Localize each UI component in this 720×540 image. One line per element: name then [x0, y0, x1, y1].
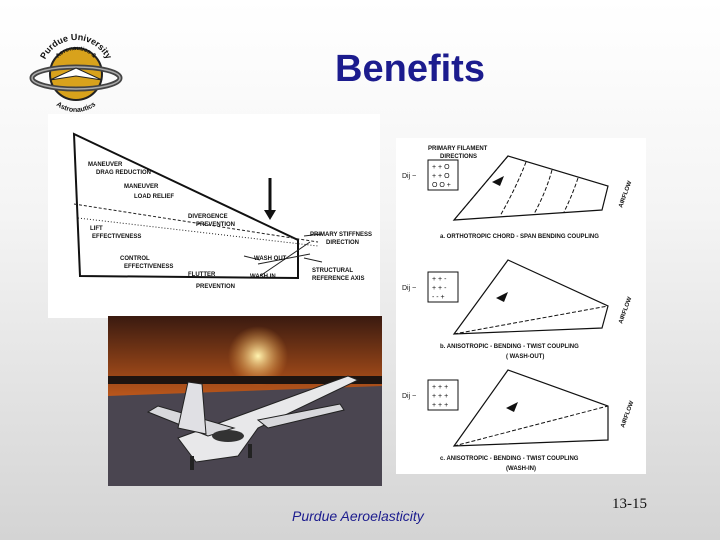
matrix-c-row1: + + + — [432, 384, 448, 391]
lbl-maneuver-1: MANEUVER — [88, 162, 123, 168]
wing-benefits-diagram: MANEUVER DRAG REDUCTION MANEUVER LOAD RE… — [48, 114, 380, 318]
aircraft-icon — [146, 375, 360, 470]
matrix-a-row2: + + O — [432, 173, 450, 180]
matrix-b-row1: + + - — [432, 276, 447, 283]
lbl-structural: STRUCTURAL — [312, 268, 353, 274]
dij-label-a: Dij ~ — [402, 173, 416, 180]
lbl-reference-axis: REFERENCE AXIS — [312, 276, 364, 282]
lbl-prevention-2: PREVENTION — [196, 284, 235, 290]
lbl-drag-reduction: DRAG REDUCTION — [96, 170, 151, 176]
matrix-c-row3: + + + — [432, 402, 448, 409]
matrix-a-row3: O O + — [432, 182, 451, 189]
lbl-primary-filament: PRIMARY FILAMENT — [428, 146, 488, 152]
slide-title: Benefits — [335, 48, 485, 90]
svg-text:Astronautics: Astronautics — [55, 101, 97, 112]
airflow-label-b: AIRFLOW — [618, 296, 633, 325]
lbl-control: CONTROL — [120, 256, 150, 262]
caption-b1: b. ANISOTROPIC - BENDING - TWIST COUPLIN… — [440, 344, 579, 350]
lbl-direction: DIRECTION — [326, 240, 359, 246]
coupling-panel-c: Dij ~ + + + + + + + + + AIRFLOW c. ANISO… — [402, 369, 636, 472]
caption-b2: ( WASH-OUT) — [506, 354, 544, 360]
matrix-c-row2: + + + — [432, 393, 448, 400]
lbl-effectiveness-2: EFFECTIVENESS — [124, 264, 173, 270]
lbl-maneuver-2: MANEUVER — [124, 184, 159, 190]
lbl-wash-out: WASH OUT — [254, 256, 287, 262]
lbl-effectiveness-1: EFFECTIVENESS — [92, 234, 141, 240]
airflow-label-a: AIRFLOW — [618, 180, 633, 209]
matrix-b-row2: + + - — [432, 285, 447, 292]
lbl-lift: LIFT — [90, 226, 103, 232]
anisotropic-coupling-diagram: PRIMARY FILAMENT DIRECTIONS Dij ~ + + O … — [396, 138, 646, 474]
aircraft-photo — [108, 316, 382, 486]
lbl-primary-stiffness: PRIMARY STIFFNESS — [310, 232, 372, 238]
caption-c1: c. ANISOTROPIC - BENDING - TWIST COUPLIN… — [440, 456, 579, 462]
lbl-wash-in: WASH IN — [250, 274, 276, 280]
matrix-a-row1: + + O — [432, 164, 450, 171]
logo-bottom-text: Astronautics — [55, 101, 97, 112]
dij-label-b: Dij ~ — [402, 285, 416, 292]
caption-a: a. ORTHOTROPIC CHORD - SPAN BENDING COUP… — [440, 234, 599, 240]
slide-footer: Purdue Aeroelasticity — [292, 508, 424, 524]
matrix-b-row3: - - + — [432, 294, 445, 301]
coupling-panel-a: Dij ~ + + O + + O O O + AIRFLOW a. ORTHO… — [402, 155, 634, 240]
caption-c2: (WASH-IN) — [506, 466, 536, 472]
purdue-logo: Purdue University Aeronautics & Astronau… — [29, 32, 123, 112]
coupling-panel-b: Dij ~ + + - + + - - - + AIRFLOW b. ANISO… — [402, 259, 634, 360]
lbl-prevention-1: PREVENTION — [196, 222, 235, 228]
lbl-flutter: FLUTTER — [188, 272, 216, 278]
lbl-divergence: DIVERGENCE — [188, 214, 228, 220]
page-number: 13-15 — [612, 496, 647, 512]
airflow-label-c: AIRFLOW — [620, 400, 635, 429]
dij-label-c: Dij ~ — [402, 393, 416, 400]
lbl-directions: DIRECTIONS — [440, 154, 477, 160]
lbl-load-relief: LOAD RELIEF — [134, 194, 174, 200]
